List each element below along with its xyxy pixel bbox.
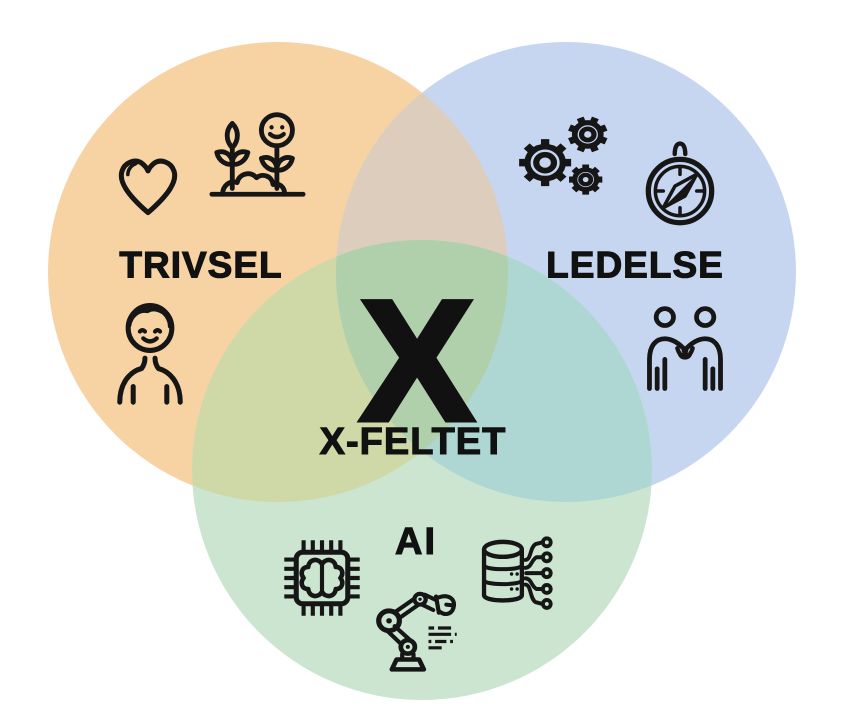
ai-label: AI xyxy=(394,521,437,563)
growth-plant-icon xyxy=(209,112,306,197)
code-lines-decoration xyxy=(428,626,457,650)
ai-chip-icon xyxy=(284,540,360,616)
trivsel-label: TRIVSEL xyxy=(119,244,283,286)
x-feltet-label: X-FELTET xyxy=(319,421,507,463)
center-x-symbol: X xyxy=(357,265,477,457)
handshake-icon xyxy=(647,306,723,391)
heart-icon xyxy=(118,158,178,216)
ledelse-label: LEDELSE xyxy=(546,244,724,286)
gears-icon xyxy=(519,116,608,195)
compass-icon xyxy=(645,141,715,226)
robot-arm-icon xyxy=(376,591,457,672)
person-icon xyxy=(117,303,183,405)
data-network-icon xyxy=(481,536,553,610)
